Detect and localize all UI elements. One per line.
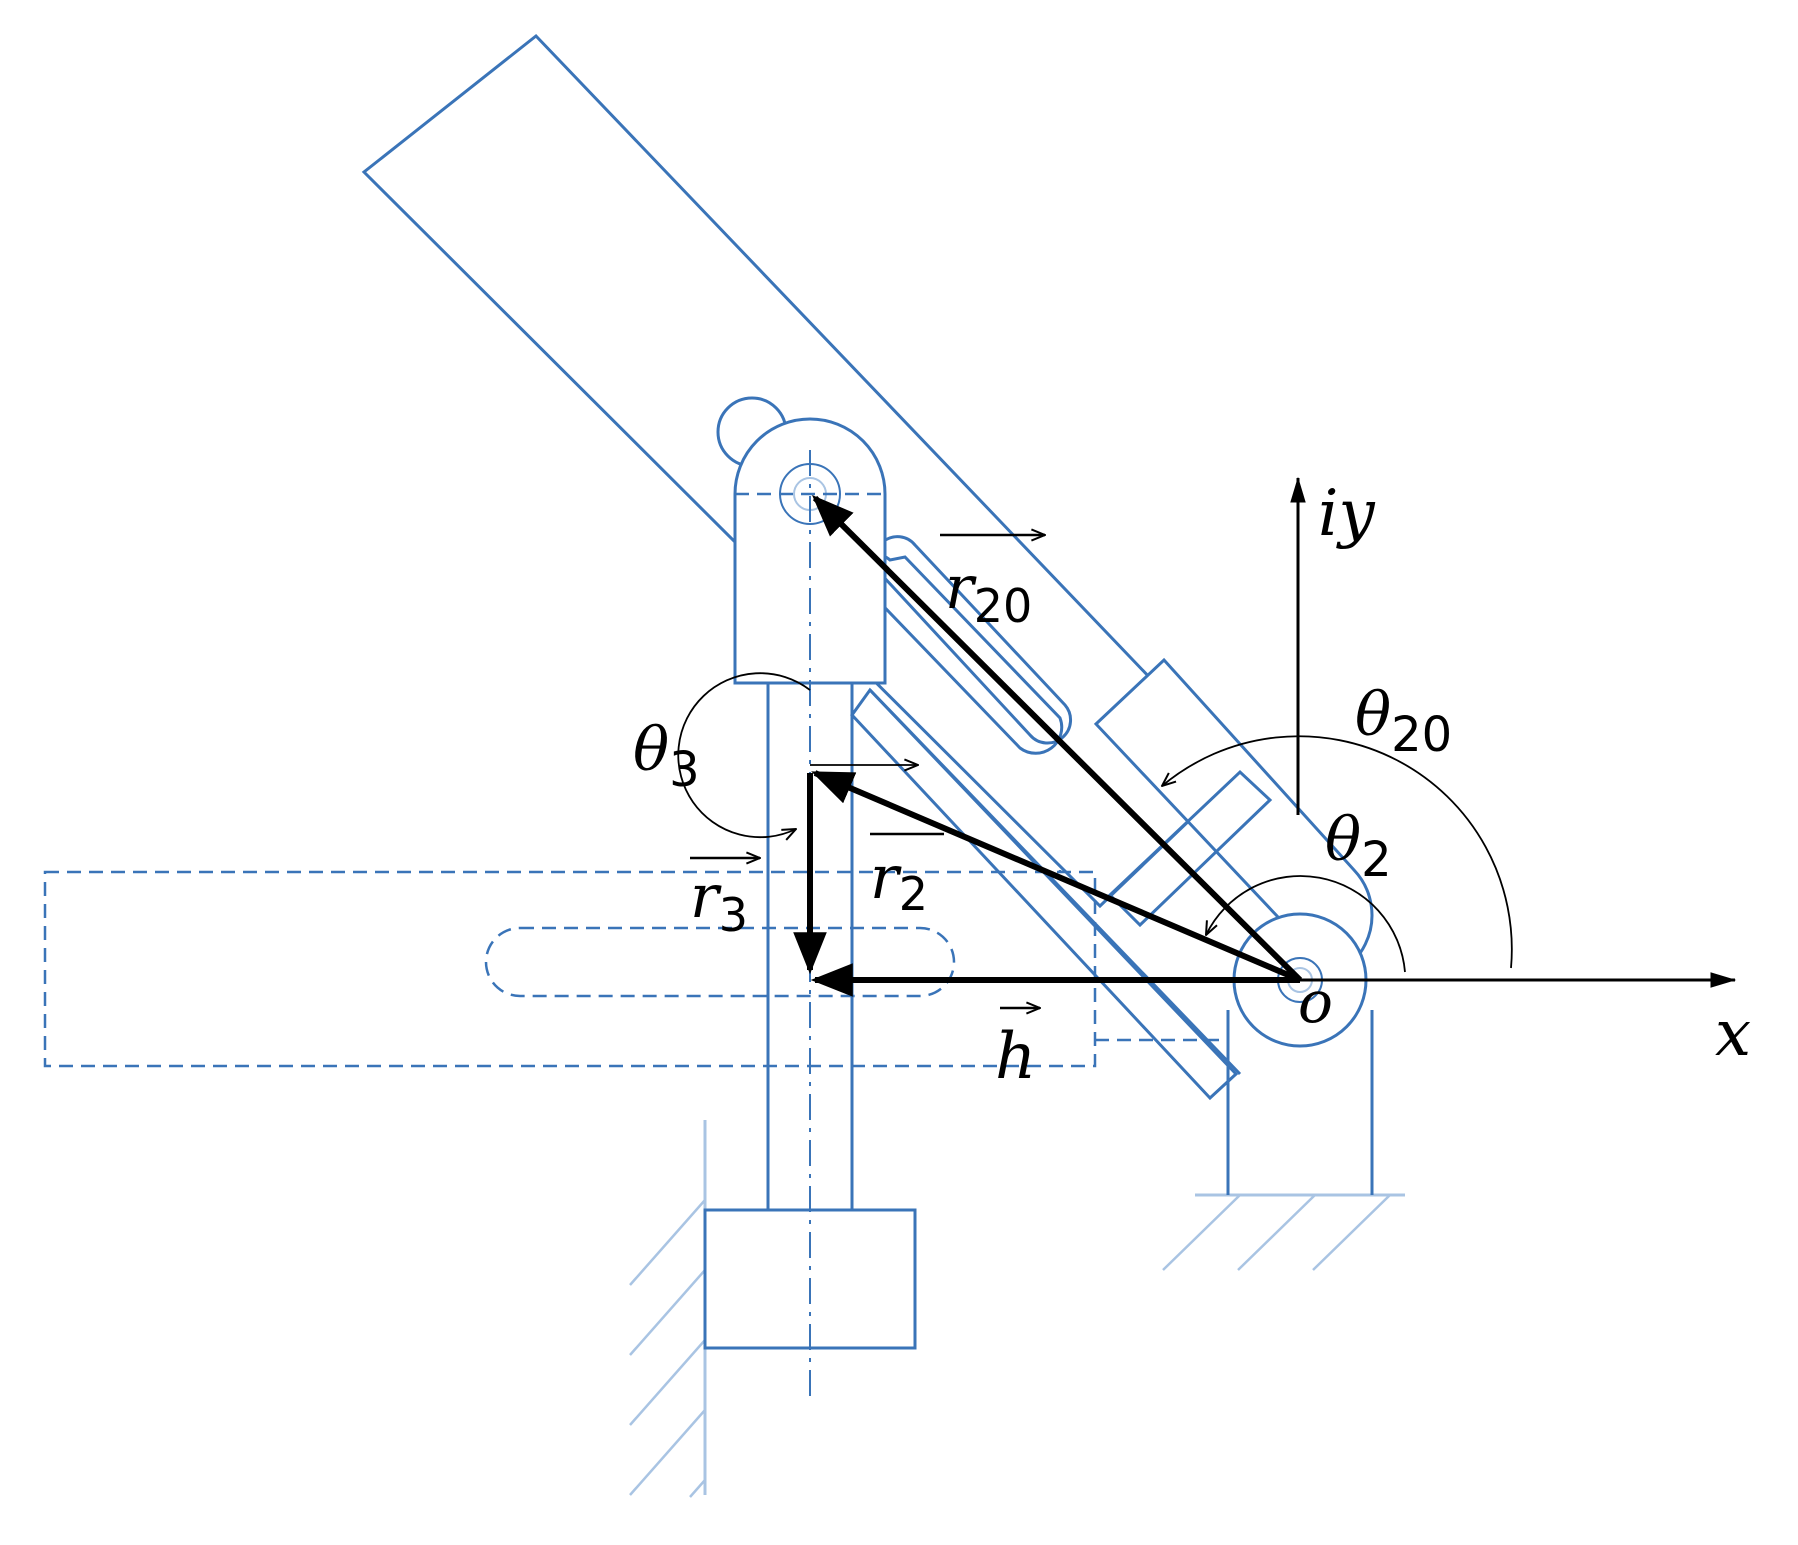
label-origin: o — [1298, 968, 1333, 1036]
label-theta20: θ20 — [1355, 680, 1452, 763]
label-r3: r3 — [690, 858, 760, 942]
slider-arm — [850, 657, 1374, 1101]
left-ground-support — [629, 1120, 707, 1498]
rotating-bar — [361, 33, 1243, 909]
theta2-arc — [1206, 875, 1406, 973]
label-r2: r2 — [870, 832, 944, 921]
label-r20: r20 — [940, 535, 1045, 633]
label-h: h — [995, 1008, 1040, 1094]
svg-text:r2: r2 — [870, 843, 928, 921]
label-theta3-base: θ — [633, 715, 669, 785]
label-theta2: θ2 — [1325, 805, 1392, 888]
pivot-bracket — [1226, 1010, 1374, 1195]
label-iy: iy — [1318, 477, 1375, 551]
vertical-rod — [766, 683, 854, 1210]
label-theta2-base: θ — [1325, 805, 1361, 875]
right-ground-support — [1162, 1193, 1405, 1271]
coordinate-axes — [1290, 476, 1737, 988]
svg-text:θ20: θ20 — [1355, 680, 1452, 763]
label-theta2-sub: 2 — [1361, 832, 1392, 888]
label-theta3: θ3 — [633, 715, 700, 798]
ghost-arm — [43, 870, 1225, 1068]
label-r2-base: r — [870, 843, 902, 913]
label-r3-base: r — [690, 862, 722, 932]
svg-text:r3: r3 — [690, 862, 748, 942]
theta3-arc — [677, 672, 811, 837]
label-x: x — [1715, 997, 1751, 1071]
angle-arcs — [677, 672, 1513, 973]
label-r20-base: r — [945, 553, 977, 623]
label-theta20-base: θ — [1355, 680, 1391, 750]
vector-r2 — [811, 770, 1302, 983]
label-r20-sub: 20 — [974, 579, 1033, 633]
svg-text:θ3: θ3 — [633, 715, 700, 798]
label-theta3-sub: 3 — [669, 742, 700, 798]
theta20-arc — [1162, 735, 1513, 969]
vectors — [793, 495, 1303, 997]
label-theta20-sub: 20 — [1391, 707, 1452, 763]
svg-text:r20: r20 — [945, 553, 1032, 633]
label-r2-sub: 2 — [899, 867, 928, 921]
vector-r20 — [812, 495, 1303, 983]
svg-text:θ2: θ2 — [1325, 805, 1392, 888]
label-h-text: h — [995, 1020, 1036, 1094]
label-r3-sub: 3 — [719, 888, 748, 942]
